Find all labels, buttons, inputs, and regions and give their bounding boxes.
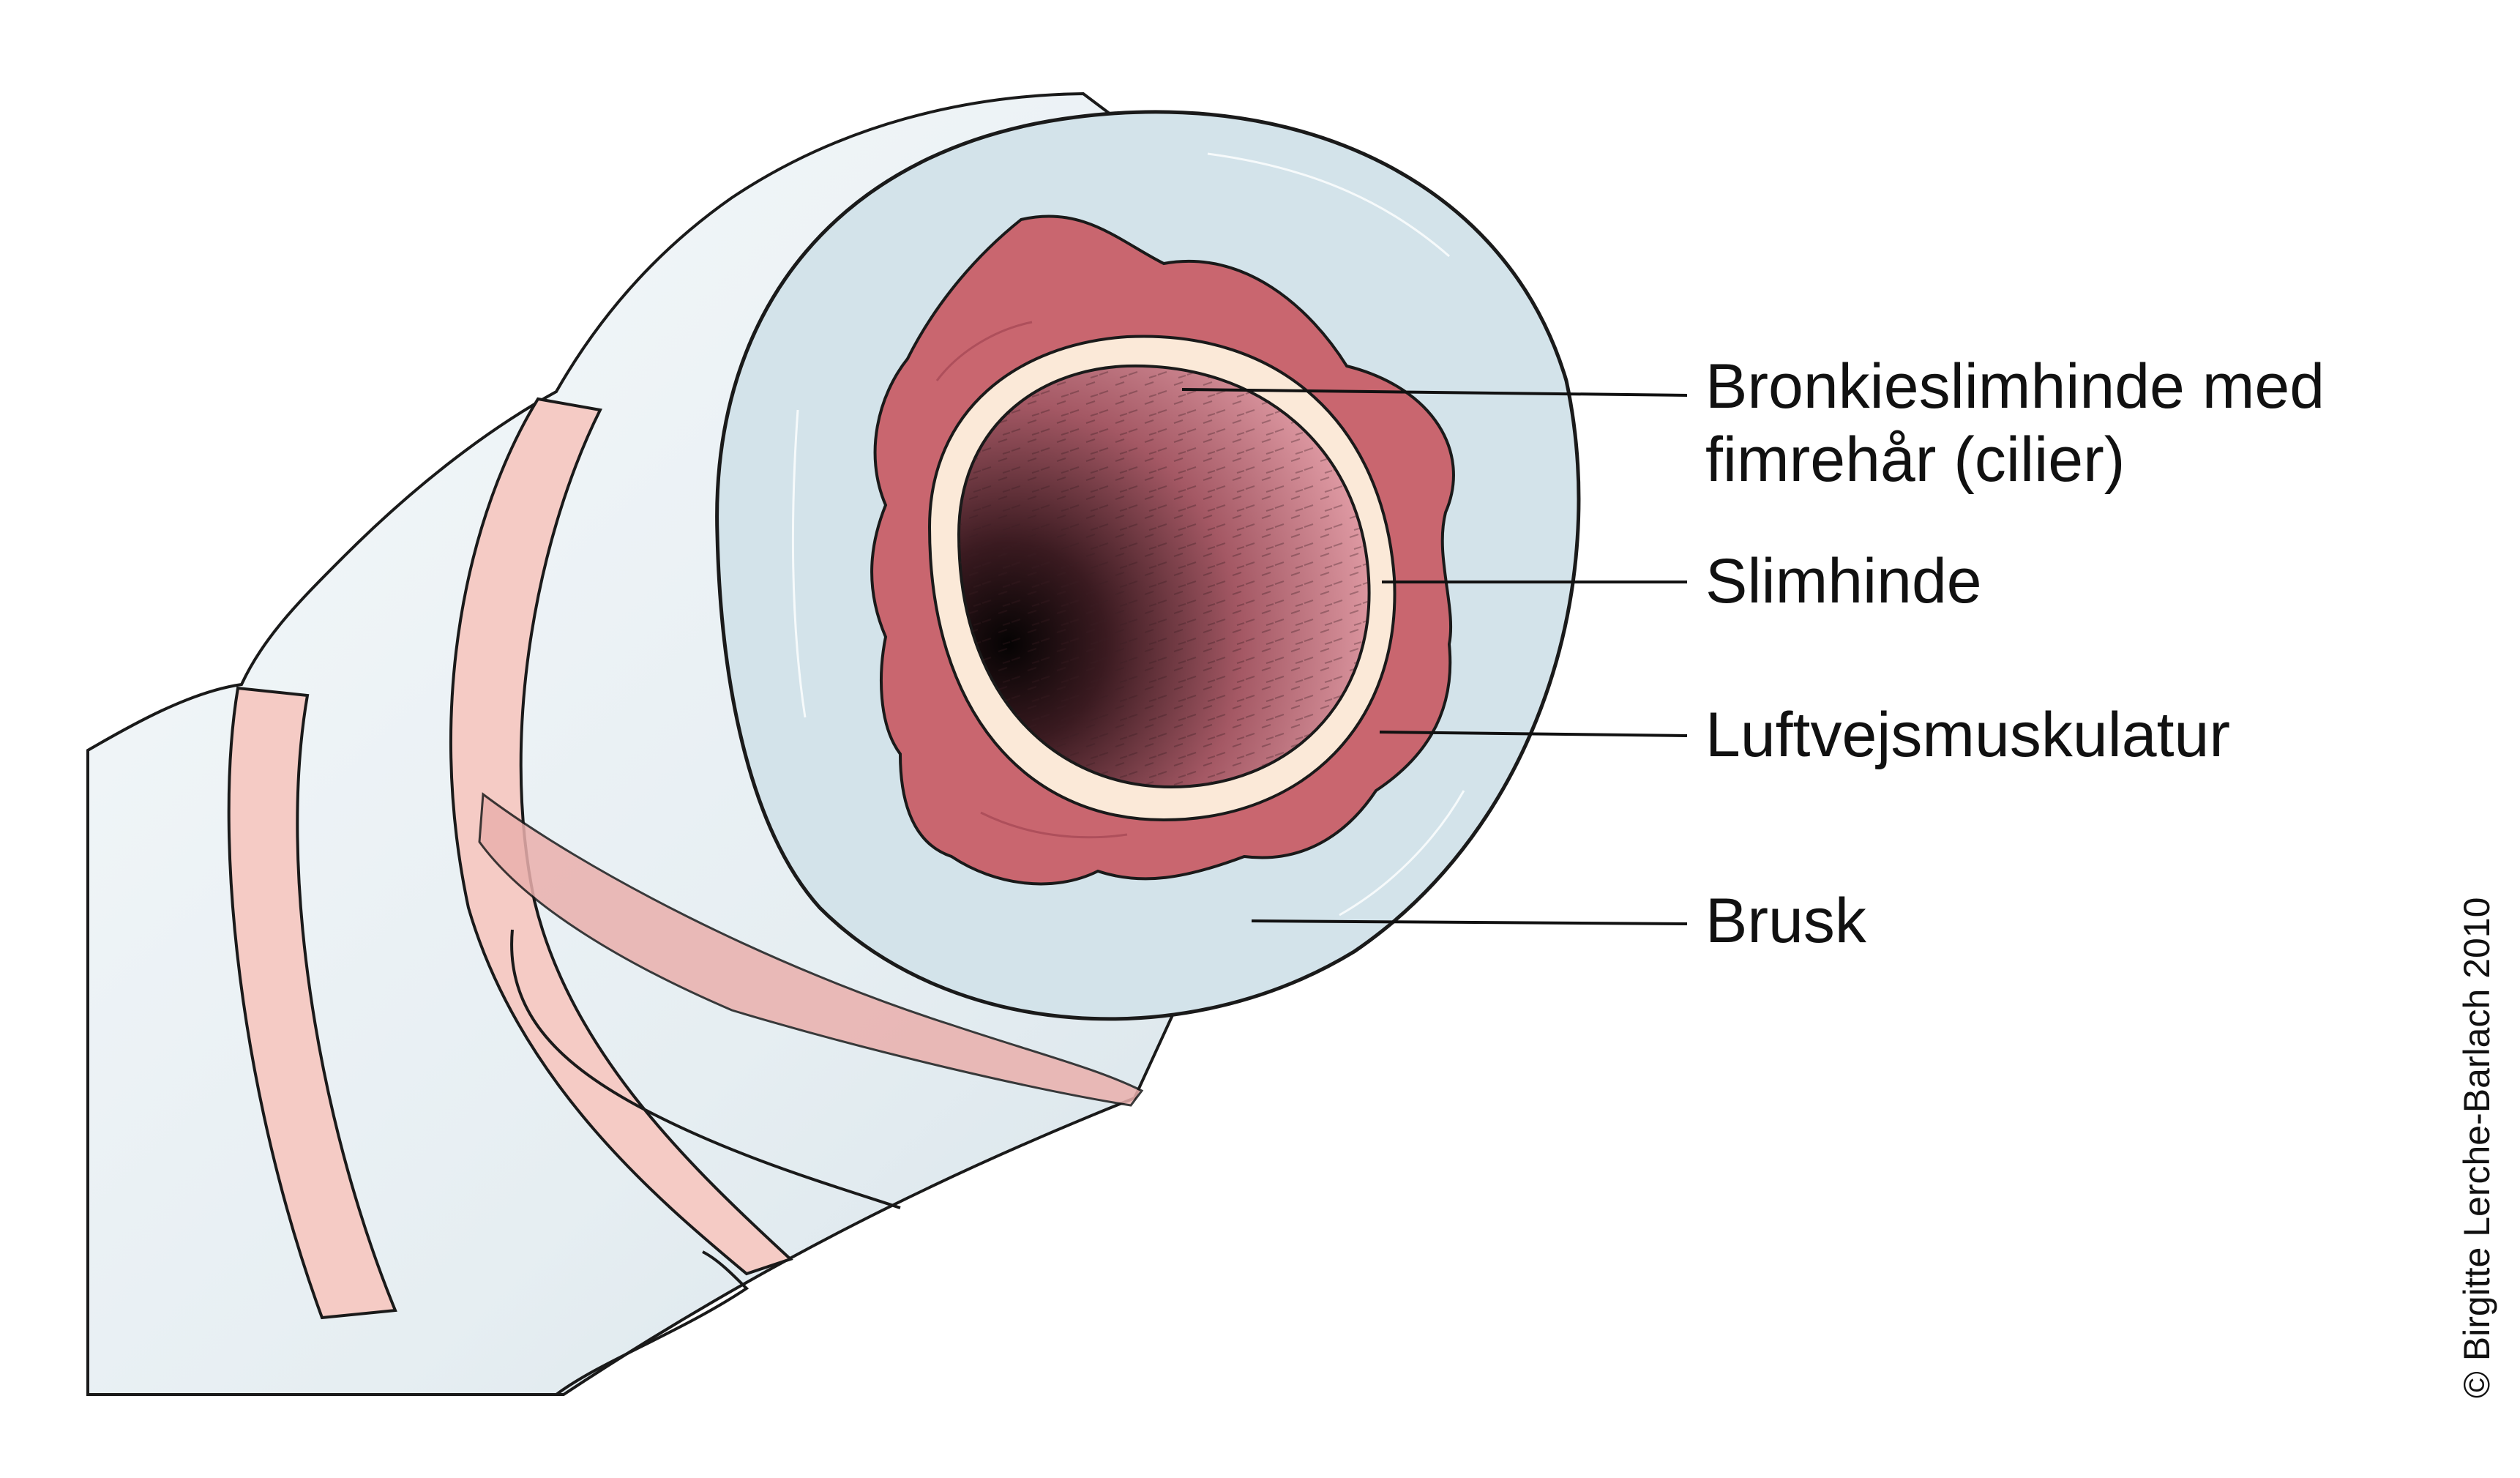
leader-cartilage bbox=[1251, 919, 1688, 925]
copyright-notice: © Birgitte Lerche-Barlach 2010 bbox=[2456, 897, 2497, 1398]
leader-lines bbox=[1181, 388, 1688, 925]
label-cartilage: Brusk bbox=[1705, 886, 1866, 956]
cartilage-rings bbox=[227, 397, 1144, 1320]
leader-airway-muscle bbox=[1379, 731, 1688, 737]
label-bronchial-mucosa-line2: fimrehår (cilier) bbox=[1705, 425, 2125, 495]
bronchial-mucosa bbox=[957, 364, 1371, 789]
leader-bronchial-mucosa bbox=[1181, 388, 1688, 397]
label-bronchial-mucosa-line1: Bronkieslimhinde med bbox=[1705, 351, 2325, 422]
label-mucus-membrane: Slimhinde bbox=[1705, 546, 1982, 616]
label-bronchial-mucosa: Bronkieslimhinde med fimrehår (cilier) bbox=[1705, 350, 2325, 496]
label-airway-muscle: Luftvejsmuskulatur bbox=[1705, 700, 2230, 770]
